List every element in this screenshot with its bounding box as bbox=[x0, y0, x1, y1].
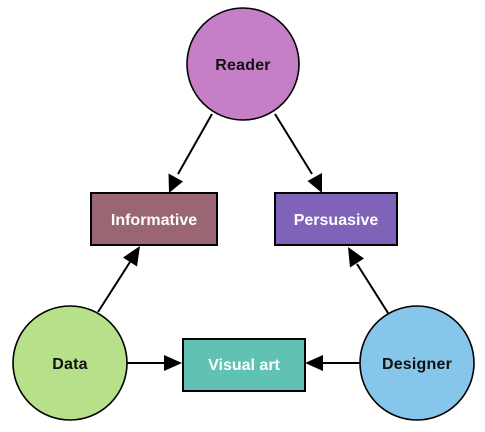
arrowhead-persuasive-from-designer bbox=[348, 247, 364, 268]
visual-art-label: Visual art bbox=[208, 357, 280, 374]
visual-art-box bbox=[182, 338, 306, 392]
edges bbox=[97, 113, 389, 371]
edge-data-to-informative bbox=[97, 261, 131, 313]
data-circle bbox=[12, 305, 128, 421]
edge-reader-to-informative bbox=[177, 113, 213, 175]
informative-label: Informative bbox=[111, 212, 197, 229]
node-reader: Reader bbox=[186, 7, 300, 121]
informative-box bbox=[90, 192, 218, 246]
arrowhead-visual-art-from-data bbox=[164, 355, 182, 371]
node-visual-art: Visual art bbox=[182, 338, 306, 392]
node-persuasive: Persuasive bbox=[274, 192, 398, 246]
designer-circle bbox=[359, 305, 475, 421]
reader-circle bbox=[186, 7, 300, 121]
data-label: Data bbox=[52, 356, 87, 373]
node-data: Data bbox=[12, 305, 128, 421]
node-designer: Designer bbox=[359, 305, 475, 421]
arrowhead-informative-from-reader bbox=[168, 173, 183, 193]
persuasive-box bbox=[274, 192, 398, 246]
edge-designer-to-persuasive bbox=[356, 263, 389, 314]
arrowhead-informative-from-data bbox=[123, 246, 140, 267]
arrowhead-visual-art-from-designer bbox=[305, 355, 323, 371]
designer-label: Designer bbox=[382, 356, 452, 373]
reader-label: Reader bbox=[215, 57, 270, 74]
edge-reader-to-persuasive bbox=[274, 113, 313, 175]
persuasive-label: Persuasive bbox=[294, 212, 379, 229]
arrowhead-persuasive-from-reader bbox=[307, 173, 322, 193]
node-informative: Informative bbox=[90, 192, 218, 246]
